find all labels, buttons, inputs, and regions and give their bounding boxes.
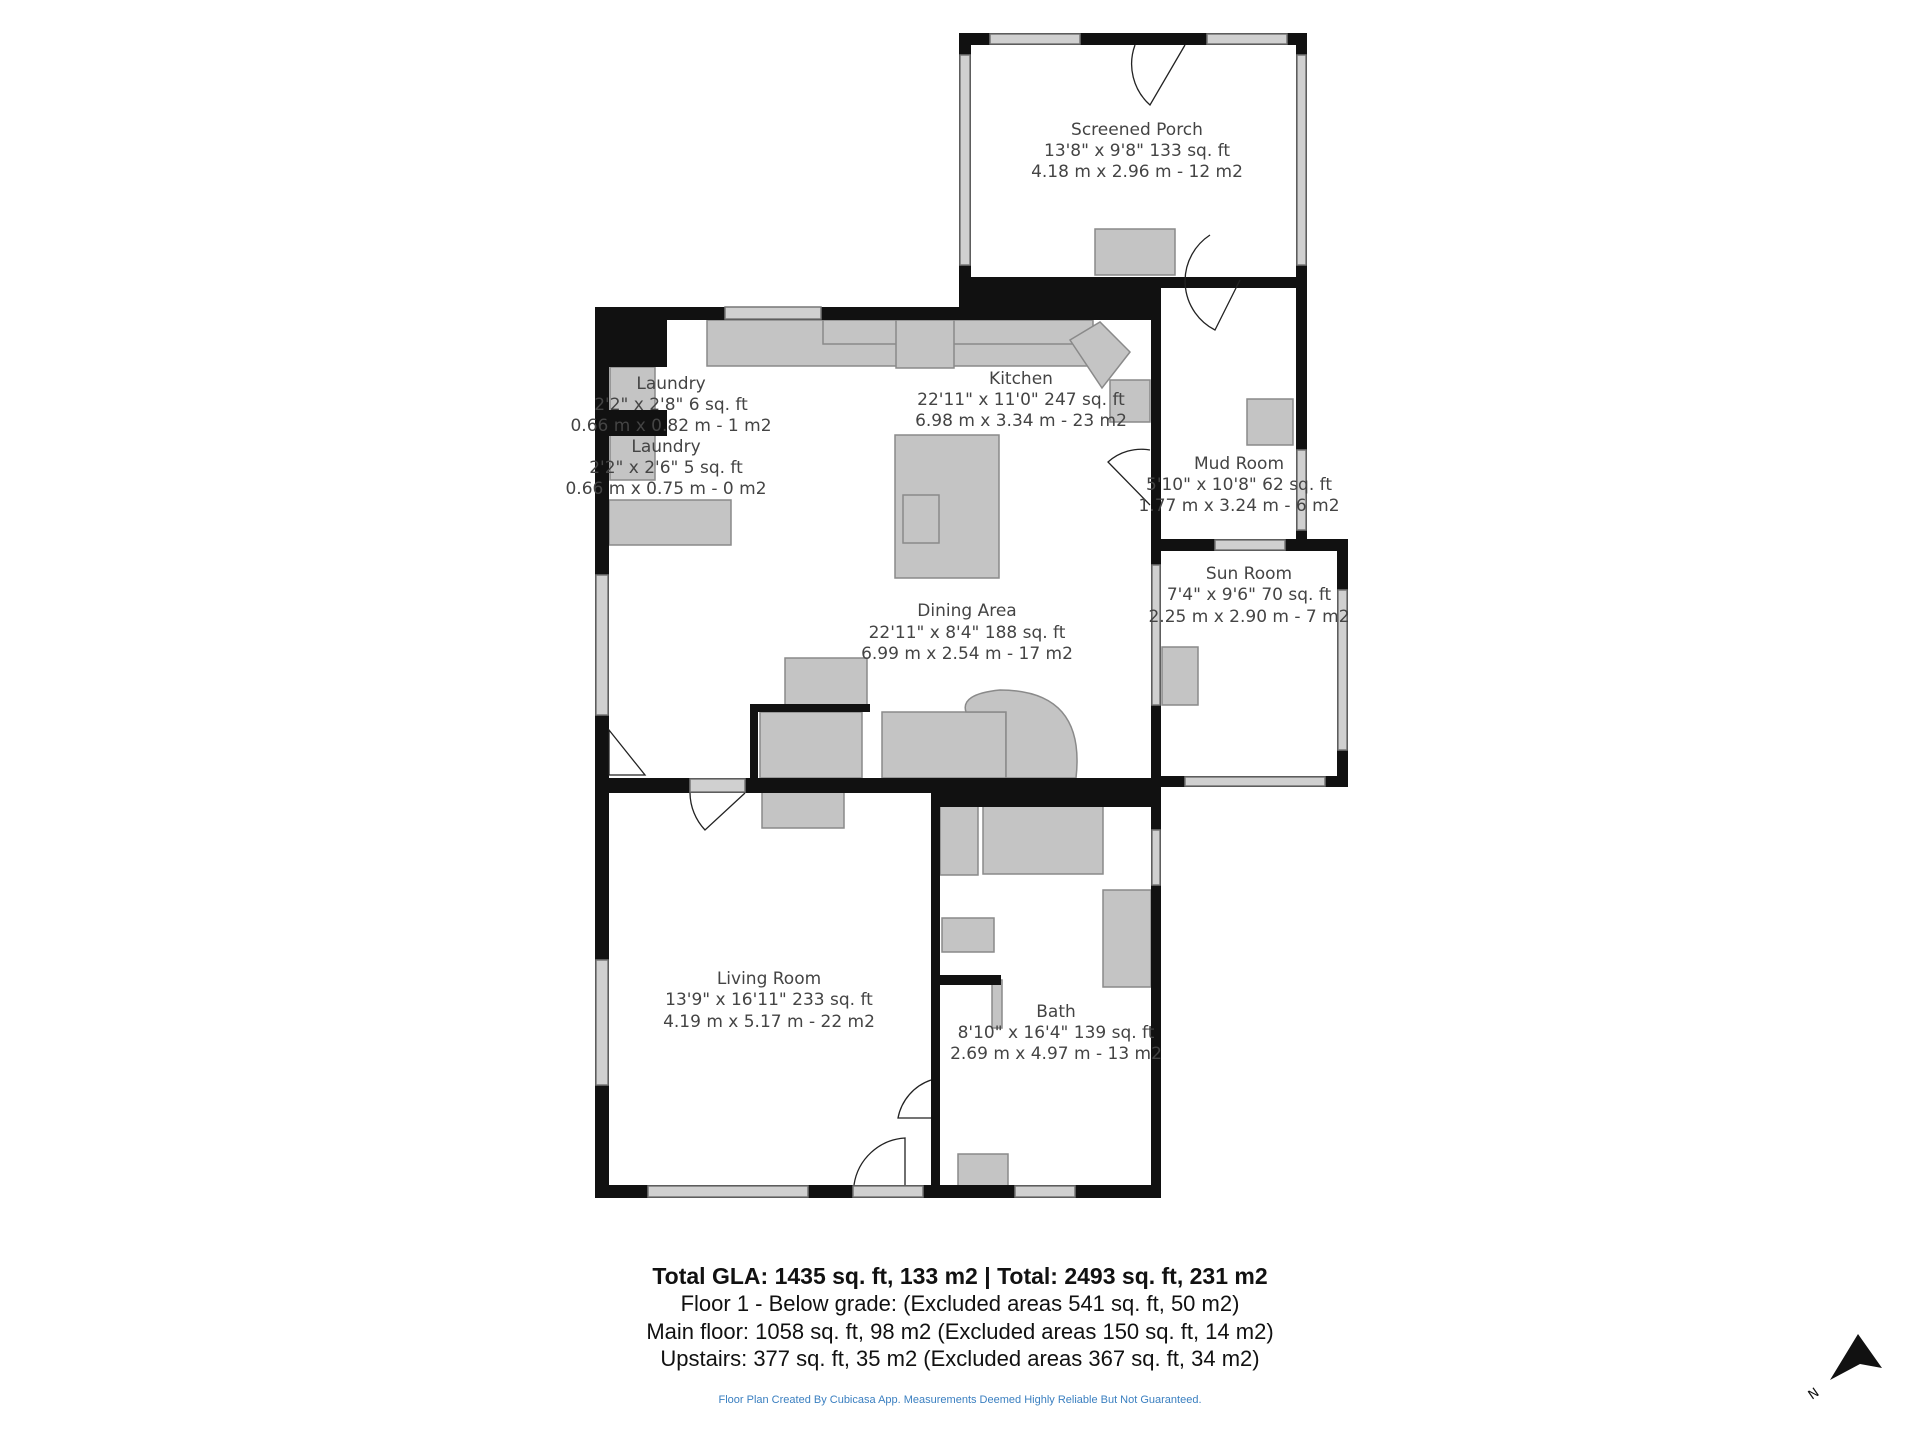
upstairs-summary: Upstairs: 377 sq. ft, 35 m2 (Excluded ar… — [660, 1346, 1260, 1371]
room-imperial: 2'2" x 2'8" 6 sq. ft — [594, 395, 748, 415]
room-metric: 6.99 m x 2.54 m - 17 m2 — [861, 644, 1073, 664]
dining-counter — [608, 499, 732, 546]
room-metric: 4.18 m x 2.96 m - 12 m2 — [1031, 162, 1243, 182]
bathtub — [982, 797, 1104, 875]
fridge — [1109, 379, 1151, 423]
room-name: Living Room — [717, 969, 821, 989]
doors — [608, 44, 1241, 1186]
fixtures — [608, 228, 1294, 1187]
room-metric: 2.25 m x 2.90 m - 7 m2 — [1148, 607, 1349, 627]
stairs-left — [759, 711, 863, 779]
stair-landing — [964, 689, 1078, 779]
room-imperial: 8'10" x 16'4" 139 sq. ft — [958, 1023, 1155, 1043]
room-labels: Screened Porch 13'8" x 9'8" 133 sq. ft 4… — [565, 120, 1349, 1064]
floor1-summary: Floor 1 - Below grade: (Excluded areas 5… — [680, 1291, 1240, 1316]
room-name: Laundry — [631, 437, 700, 457]
stove — [895, 319, 955, 369]
stairs-right — [881, 711, 1007, 779]
toilet — [941, 917, 995, 953]
porch-bench — [1094, 228, 1176, 276]
disclaimer-footer: Floor Plan Created By Cubicasa App. Meas… — [718, 1394, 1202, 1406]
room-name: Sun Room — [1206, 564, 1292, 584]
fireplace — [761, 789, 845, 829]
room-name: Kitchen — [989, 369, 1053, 389]
room-metric: 1.77 m x 3.24 m - 6 m2 — [1138, 496, 1339, 516]
room-imperial: 22'11" x 11'0" 247 sq. ft — [917, 390, 1125, 410]
room-metric: 6.98 m x 3.34 m - 23 m2 — [915, 411, 1127, 431]
room-imperial: 7'4" x 9'6" 70 sq. ft — [1167, 585, 1332, 605]
room-name: Laundry — [636, 374, 705, 394]
kitchen-corner-counter — [1068, 321, 1131, 390]
room-metric: 0.66 m x 0.75 m - 0 m2 — [565, 479, 766, 499]
total-gla: Total GLA: 1435 sq. ft, 133 m2 | Total: … — [652, 1263, 1268, 1289]
sink — [902, 494, 940, 544]
bath-vanity — [1102, 889, 1152, 988]
dining-cabinet — [784, 657, 868, 707]
room-name: Bath — [1036, 1002, 1076, 1022]
room-imperial: 13'9" x 16'11" 233 sq. ft — [665, 990, 873, 1010]
room-imperial: 2'2" x 2'6" 5 sq. ft — [589, 458, 743, 478]
windows — [595, 33, 1348, 1198]
laundry-washer — [609, 366, 656, 413]
room-metric: 0.66 m x 0.82 m - 1 m2 — [570, 416, 771, 436]
room-metric: 4.19 m x 5.17 m - 22 m2 — [663, 1012, 875, 1032]
room-imperial: 22'11" x 8'4" 188 sq. ft — [869, 623, 1066, 643]
kitchen-counter-right — [822, 319, 1094, 345]
sunroom-chair — [1161, 646, 1199, 706]
room-name: Screened Porch — [1071, 120, 1203, 140]
room-name: Mud Room — [1194, 454, 1284, 474]
mudroom-bench — [1246, 398, 1294, 446]
room-imperial: 5'10" x 10'8" 62 sq. ft — [1146, 475, 1332, 495]
room-name: Dining Area — [917, 601, 1016, 621]
room-imperial: 13'8" x 9'8" 133 sq. ft — [1044, 141, 1230, 161]
main-floor-summary: Main floor: 1058 sq. ft, 98 m2 (Excluded… — [646, 1319, 1274, 1344]
closet-divider — [991, 979, 1003, 1029]
room-metric: 2.69 m x 4.97 m - 13 m2 — [950, 1044, 1162, 1064]
bath-bench — [957, 1153, 1009, 1187]
